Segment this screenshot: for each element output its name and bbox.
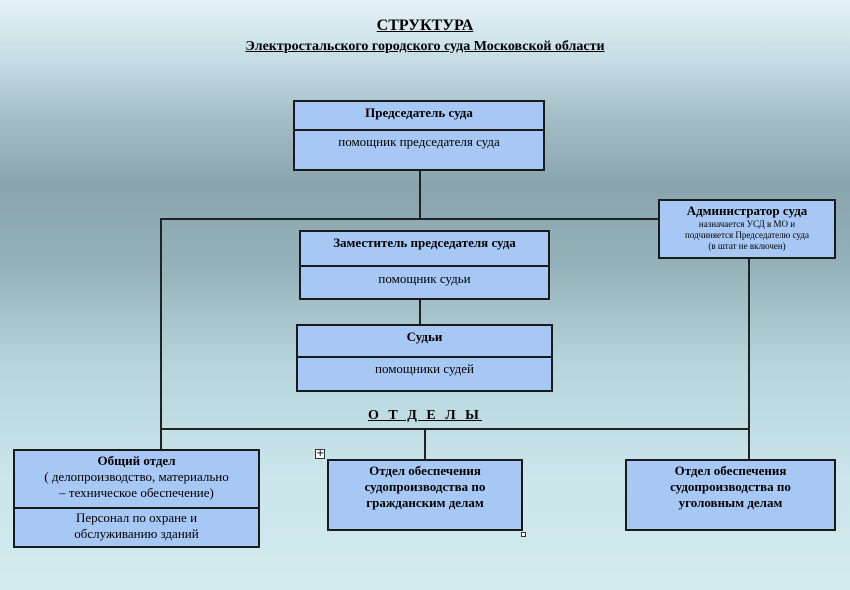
connector-chairman-down (419, 170, 421, 220)
administrator-note-1: назначается УСД в МО и (698, 219, 796, 229)
connector-left-vertical (160, 218, 162, 450)
chairman-box: Председатель суда помощник председателя … (293, 100, 545, 171)
criminal-dept-line-3: уголовным делам (678, 495, 783, 510)
departments-label: О Т Д Е Л Ы (368, 408, 482, 423)
criminal-dept-line-1: Отдел обеспечения (674, 463, 787, 478)
criminal-dept-line-2: судопроизводства по (670, 479, 791, 494)
chairman-assistant: помощник председателя суда (338, 134, 500, 149)
deputy-chairman-box: Заместитель председателя суда помощник с… (299, 230, 550, 300)
connector-top-horizontal (160, 218, 660, 220)
administrator-title: Администратор суда (686, 203, 808, 218)
chart-title: СТРУКТУРА (376, 17, 474, 34)
general-dept-staff-1: Персонал по охране и (75, 510, 198, 525)
judges-title: Судьи (298, 326, 551, 358)
deputy-assistant: помощник судьи (378, 271, 471, 286)
chairman-title: Председатель суда (295, 102, 543, 131)
connector-civil-dept (424, 428, 426, 460)
general-dept-header: Общий отдел ( делопроизводство, материал… (15, 451, 258, 509)
connector-admin-down (748, 258, 750, 460)
civil-dept-line-3: гражданским делам (366, 495, 484, 510)
judges-box: Судьи помощники судей (296, 324, 553, 392)
general-dept-title: Общий отдел (97, 453, 176, 468)
criminal-dept-box: Отдел обеспечения судопроизводства по уг… (625, 459, 836, 531)
connector-deputy-judges (419, 299, 421, 325)
civil-dept-line-2: судопроизводства по (364, 479, 486, 494)
administrator-note-2: подчиняется Председателю суда (685, 230, 809, 240)
judges-assistants: помощники судей (374, 361, 474, 376)
general-dept-subtitle-2: – техническое обеспечение) (59, 485, 214, 500)
chart-subtitle: Электростальского городского суда Москов… (245, 39, 605, 54)
resize-handle-icon[interactable] (521, 532, 526, 537)
general-dept-staff-2: обслуживанию зданий (74, 526, 199, 541)
deputy-chairman-title: Заместитель председателя суда (301, 232, 548, 267)
general-dept-staff: Персонал по охране и обслуживанию зданий (15, 509, 258, 542)
administrator-note-3: (в штат не включен) (708, 241, 786, 251)
civil-dept-line-1: Отдел обеспечения (369, 463, 481, 478)
connector-departments-horizontal (160, 428, 750, 430)
civil-dept-box: Отдел обеспечения судопроизводства по гр… (327, 459, 523, 531)
administrator-box: Администратор суда назначается УСД в МО … (658, 199, 836, 259)
general-dept-subtitle-1: ( делопроизводство, материально (44, 469, 229, 484)
general-dept-box: Общий отдел ( делопроизводство, материал… (13, 449, 260, 548)
expand-handle-icon[interactable]: + (315, 448, 325, 459)
